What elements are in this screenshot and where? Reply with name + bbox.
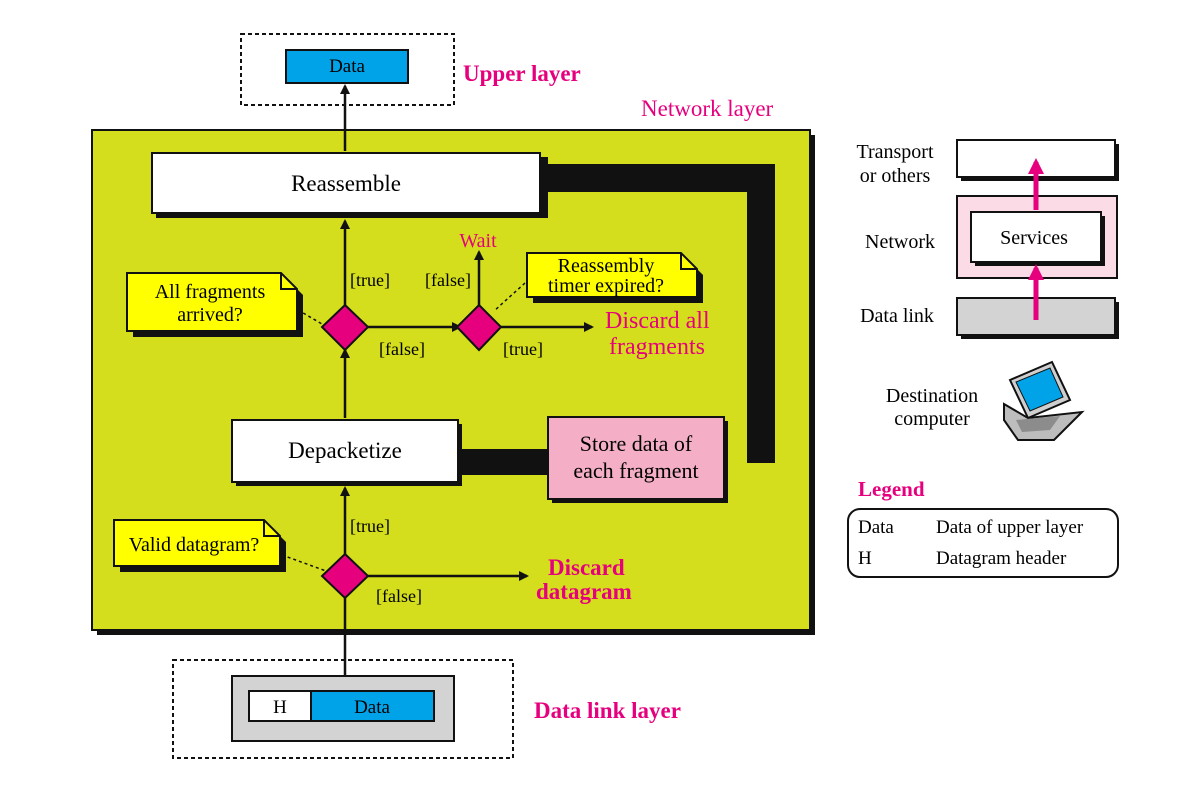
datalink-data-box [310,690,435,722]
note-all-line1: All fragments [155,281,266,303]
destination-line2: computer [894,408,970,430]
reassemble-store-connector [539,164,775,463]
note-timer-line2: timer expired? [548,275,664,297]
upper-data-box [285,49,409,84]
guard-true-right: [true] [503,339,543,359]
decision-reassembly-timer [455,303,503,352]
note-link-timer [493,282,526,312]
note-timer-line1: Reassembly [558,255,655,277]
depacketize-label: Depacketize [288,438,402,463]
stack-transport-line2: or others [860,165,931,187]
stack-datalink-label: Data link [860,305,934,327]
store-label-line2: each fragment [573,458,698,483]
note-all-line2: arrived? [177,304,243,326]
outcome-wait: Wait [459,230,497,252]
legend-box [847,508,1119,578]
note-reassembly-timer: Reassembly timer expired? [526,252,703,303]
stack-services-box [970,211,1102,263]
datalink-data-label: Data [354,697,390,718]
datalink-layer-frame [172,659,514,759]
guard-true-up: [true] [350,270,390,290]
legend-key-0: Data [858,517,894,538]
upper-layer-label: Upper layer [463,61,581,86]
header-label: H [273,697,287,718]
legend-title: Legend [858,477,925,501]
stack-network-label: Network [865,231,935,253]
reassemble-box [151,152,541,214]
legend-key-1: H [858,548,872,569]
legend-value-0: Data of upper layer [936,517,1084,538]
outcome-discard-datagram-line2: datagram [536,579,632,604]
store-box [547,416,725,500]
decision-valid-datagram [320,552,370,600]
depacketize-box [231,419,459,483]
outcome-discard-all-line2: fragments [609,334,705,360]
upper-data-label: Data [329,56,365,77]
guard-false-up: [false] [425,270,471,290]
decision-all-fragments [320,303,370,352]
upper-layer-frame [240,33,455,106]
stack-services-label: Services [1000,227,1068,249]
datalink-layer-group: H Data Data link layer [172,659,681,759]
note-link-valid [281,554,327,572]
store-label-line1: Store data of [580,431,693,456]
note-link-all [297,309,323,325]
note-valid-label: Valid datagram? [129,534,260,556]
network-layer-label: Network layer [641,96,774,121]
outcome-discard-all-line1: Discard all [605,308,710,334]
legend: Legend Data Data of upper layer H Datagr… [847,477,1119,578]
header-box [248,690,312,722]
upper-layer-group: Data Upper layer [240,33,581,106]
reassemble-label: Reassemble [291,171,401,196]
guard-false-lower: [false] [376,586,422,606]
destination-line1: Destination [886,385,978,407]
datalink-layer-label: Data link layer [534,698,681,723]
note-valid-datagram: Valid datagram? [113,519,286,572]
note-all-fragments: All fragments arrived? [126,272,303,337]
guard-false-right: [false] [379,339,425,359]
stack-transport-line1: Transport [856,141,933,163]
outcome-discard-datagram-line1: Discard [548,555,625,580]
guard-true-lower: [true] [350,516,390,536]
legend-value-1: Datagram header [936,548,1067,569]
protocol-stack: Transport or others Network Services Dat… [856,139,1119,441]
laptop-icon [1003,360,1085,441]
